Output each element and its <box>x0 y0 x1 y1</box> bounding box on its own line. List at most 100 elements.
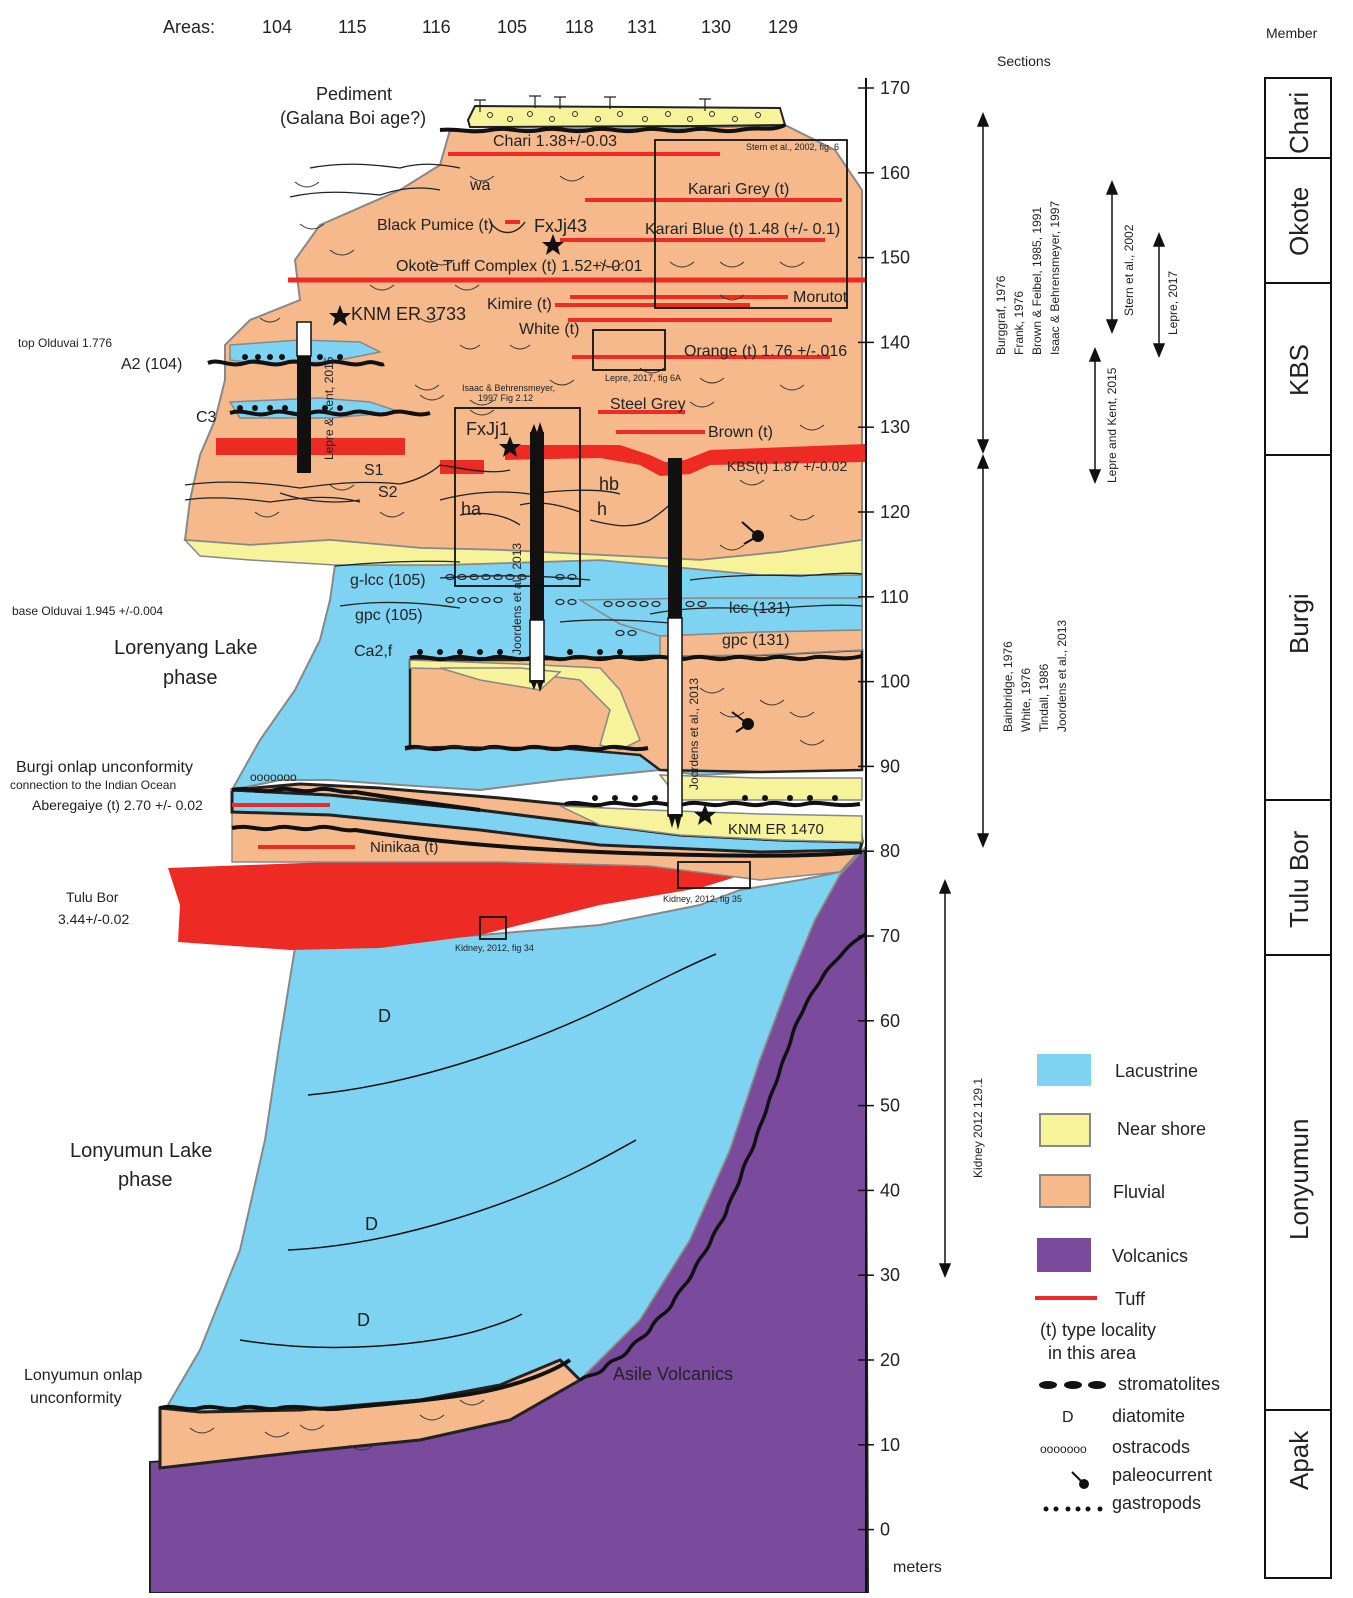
base-olduvai-label: base Olduvai 1.945 +/-0.004 <box>12 604 163 618</box>
scale-tick-label: 90 <box>880 756 900 776</box>
karari-grey-label: Karari Grey (t) <box>688 181 789 198</box>
scale-tick-label: 170 <box>880 78 910 98</box>
pediment-label: Pediment <box>316 84 392 104</box>
section-ref-brown: Brown & Feibel, 1985, 1991 <box>1030 207 1044 355</box>
legend-volcanics: Volcanics <box>1112 1246 1188 1266</box>
legend-lacustrine: Lacustrine <box>1115 1061 1198 1081</box>
area-118: 118 <box>565 17 594 37</box>
lorenyang-phase-line2: phase <box>163 667 218 689</box>
scale-tick-label: 30 <box>880 1265 900 1285</box>
diatomite-d-2: D <box>365 1214 378 1234</box>
knm3733-label: KNM ER 3733 <box>351 304 466 324</box>
steel-grey-label: Steel Grey <box>610 396 686 413</box>
legend-tuff: Tuff <box>1115 1289 1146 1309</box>
indian-ocean-label: connection to the Indian Ocean <box>10 778 176 792</box>
scale-tick-label: 140 <box>880 332 910 352</box>
area-105: 105 <box>497 17 527 37</box>
member-kbs: KBS <box>1284 344 1314 396</box>
legend-swatch-near-shore <box>1040 1114 1090 1146</box>
section-104-white <box>297 322 311 356</box>
scale-tick-label: 10 <box>880 1435 900 1455</box>
sections-header: Sections <box>997 53 1051 69</box>
orange-label: Orange (t) 1.76 +/-.016 <box>684 343 847 360</box>
legend: Lacustrine Near shore Fluvial Volcanics … <box>1035 1054 1220 1513</box>
member-header: Member <box>1266 25 1318 41</box>
box-label-kidney35: Kidney, 2012, fig 35 <box>663 894 742 904</box>
legend-diatomite: diatomite <box>1112 1406 1185 1426</box>
section-ref-tindall: Tindall, 1986 <box>1037 663 1051 732</box>
scale-unit: meters <box>893 1559 942 1576</box>
members-column <box>1265 78 1331 1578</box>
ostracods-inline: ooooooo <box>250 770 297 784</box>
area-130: 130 <box>701 17 731 37</box>
section-ref-isaac: Isaac & Behrensmeyer, 1997 <box>1048 201 1062 355</box>
fxjj1-label: FxJj1 <box>466 419 509 439</box>
member-lonyumun: Lonyumun <box>1284 1119 1314 1240</box>
legend-swatch-volcanics <box>1037 1238 1091 1272</box>
scale-tick-label: 100 <box>880 672 910 692</box>
area-131: 131 <box>627 17 657 37</box>
area-129: 129 <box>768 17 798 37</box>
legend-type-locality-2: in this area <box>1048 1343 1137 1363</box>
box-label-isaac-2: 1997 Fig 2.12 <box>478 393 533 403</box>
section-ref-stern: Stern et al., 2002 <box>1122 224 1136 316</box>
section-130-black <box>668 458 682 620</box>
wa-label: wa <box>469 177 491 194</box>
legend-fluvial: Fluvial <box>1113 1182 1165 1202</box>
section-105-white <box>530 620 544 682</box>
section-ref-frank: Frank, 1976 <box>1012 291 1026 355</box>
morutot-label: Morutot <box>793 289 848 306</box>
burgi-onlap-label: Burgi onlap unconformity <box>16 759 193 776</box>
section-ref-lepre2017: Lepre, 2017 <box>1166 271 1180 335</box>
top-olduvai-label: top Olduvai 1.776 <box>18 336 112 350</box>
section-104-black <box>297 355 311 473</box>
gpc131-label: gpc (131) <box>722 632 790 649</box>
section-ref-lepre-kent: Lepre and Kent, 2015 <box>1105 367 1119 483</box>
box-label-isaac-1: Isaac & Behrensmeyer, <box>462 383 555 393</box>
joordens-section-105-label: Joordens et al., 2013 <box>510 543 524 655</box>
scale-tick-label: 0 <box>880 1520 890 1540</box>
lorenyang-phase-line1: Lorenyang Lake <box>114 637 257 659</box>
c3-label: C3 <box>196 409 217 426</box>
box-label-stern: Stern et al., 2002, fig. 6 <box>746 142 839 152</box>
member-tulu-bor: Tulu Bor <box>1284 830 1314 928</box>
box-label-kidney34: Kidney, 2012, fig 34 <box>455 943 534 953</box>
lcc131-label: lcc (131) <box>729 600 790 617</box>
kimire-label: Kimire (t) <box>487 296 552 313</box>
areas-label: Areas: <box>163 17 215 37</box>
area-104: 104 <box>262 17 292 37</box>
legend-swatch-fluvial <box>1040 1175 1090 1207</box>
legend-gastropod-symbol <box>1044 1507 1103 1512</box>
lonyumun-phase-line1: Lonyumun Lake <box>70 1140 212 1162</box>
legend-d-symbol: D <box>1062 1409 1074 1426</box>
diatomite-d-3: D <box>357 1310 370 1330</box>
s1-label: S1 <box>364 462 384 479</box>
scale-tick-label: 160 <box>880 163 910 183</box>
section-ref-white: White, 1976 <box>1019 668 1033 732</box>
hb-label: hb <box>599 474 619 494</box>
white-label: White (t) <box>519 321 579 338</box>
legend-stromatolite-symbol <box>1039 1381 1106 1389</box>
legend-paleocurrent: paleocurrent <box>1112 1465 1212 1485</box>
section-ref-burggraf: Burggraf, 1976 <box>994 275 1008 355</box>
box-label-lepre: Lepre, 2017, fig 6A <box>605 373 681 383</box>
ca2f-label: Ca2,f <box>354 643 393 660</box>
legend-ostracods-symbol: ooooooo <box>1040 1442 1087 1456</box>
section-105-black <box>530 432 544 622</box>
scale-tick-label: 20 <box>880 1350 900 1370</box>
chari-tuff-label: Chari 1.38+/-0.03 <box>493 133 617 150</box>
ha-label: ha <box>461 499 482 519</box>
section-ref-kidney: Kidney 2012 129.1 <box>971 1078 985 1178</box>
scale-tick-label: 150 <box>880 248 910 268</box>
legend-stromatolites: stromatolites <box>1118 1374 1220 1394</box>
member-okote: Okote <box>1284 187 1314 256</box>
legend-type-locality-1: (t) type locality <box>1040 1320 1156 1340</box>
section-130-white <box>668 618 682 816</box>
diatomite-d-1: D <box>378 1006 391 1026</box>
brown-label: Brown (t) <box>708 424 773 441</box>
scale-tick-label: 50 <box>880 1096 900 1116</box>
aberegaiye-label: Aberegaiye (t) 2.70 +/- 0.02 <box>32 797 203 813</box>
area-116: 116 <box>422 17 451 37</box>
